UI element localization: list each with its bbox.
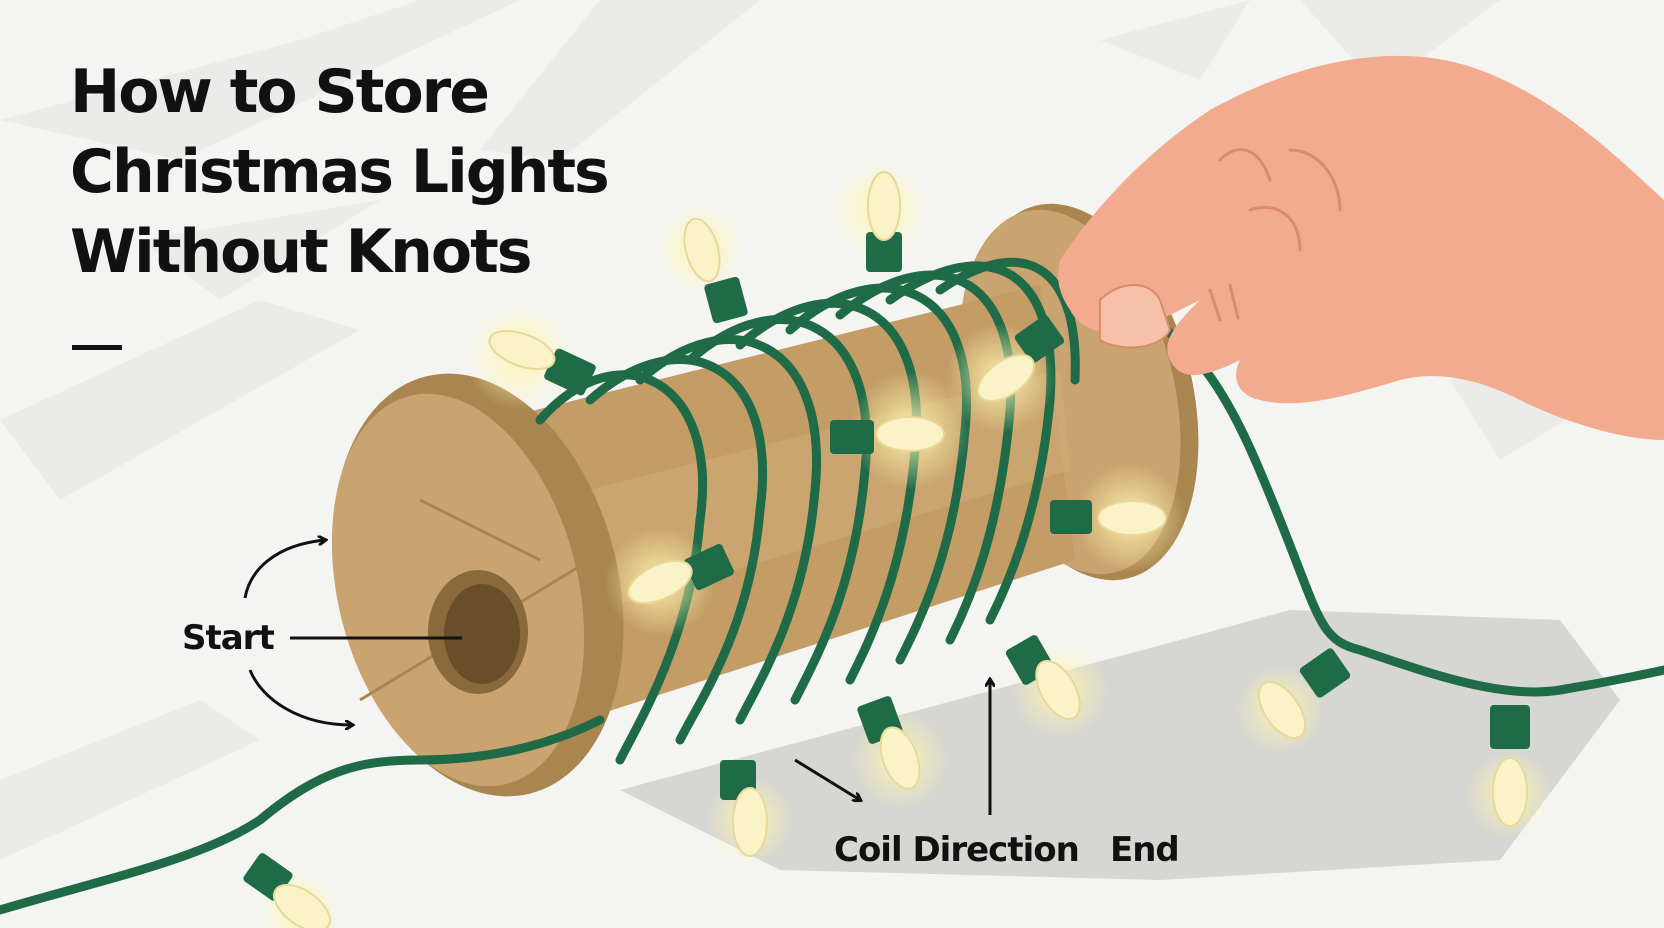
- coil-direction-arrow: [794, 758, 860, 800]
- arrow-icon: [243, 540, 990, 815]
- coil-direction-label: Coil Direction: [834, 830, 1080, 870]
- spool-shadow: [620, 610, 1620, 880]
- page-title: How to Store Christmas Lights Without Kn…: [70, 52, 610, 292]
- title-divider: [72, 345, 122, 350]
- hand-icon: [1058, 55, 1664, 440]
- title-line-1: How to Store: [70, 57, 490, 127]
- bulbs: [243, 160, 1555, 928]
- start-label: Start: [182, 618, 275, 658]
- start-arrow-up: [243, 540, 325, 599]
- start-arrow-down: [248, 669, 352, 725]
- title-line-2: Christmas Lights: [70, 137, 610, 207]
- end-label: End: [1110, 830, 1180, 870]
- title-line-3: Without Knots: [70, 217, 532, 287]
